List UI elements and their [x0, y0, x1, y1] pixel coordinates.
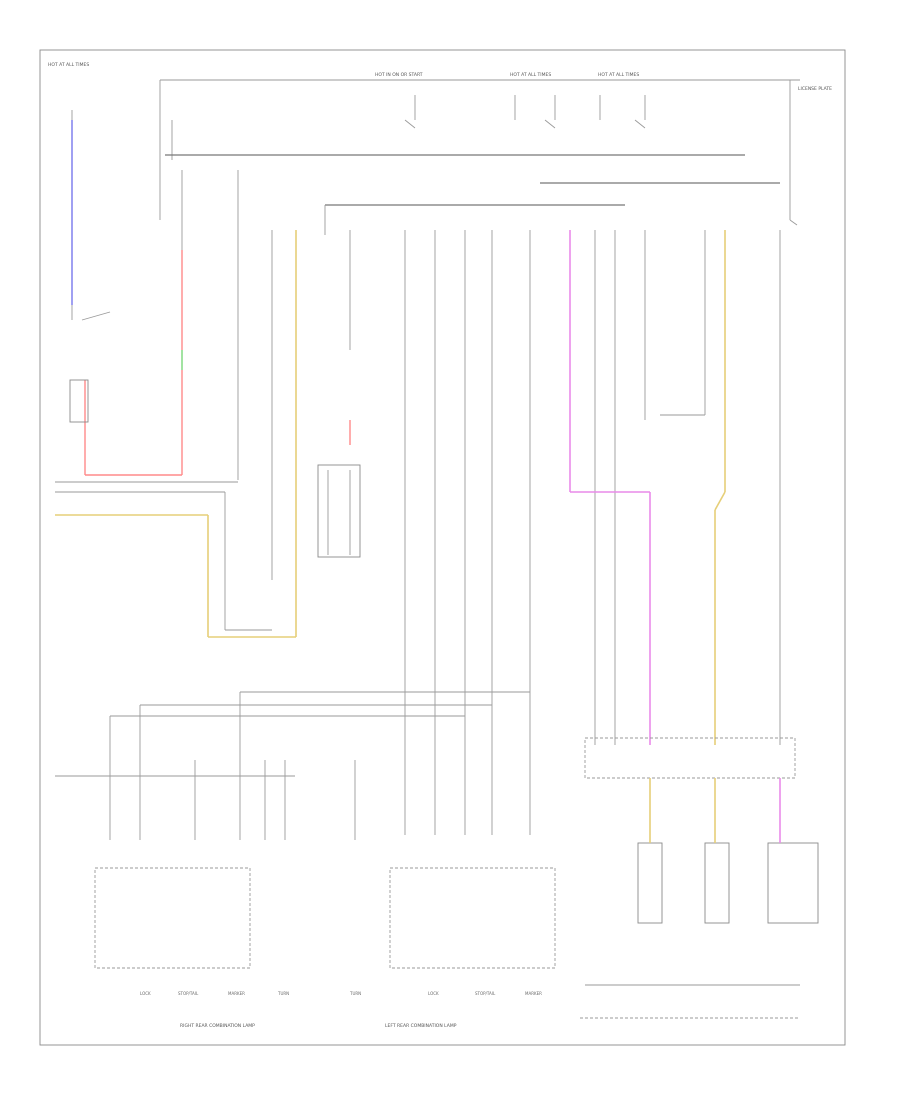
left-rear-combination-lamp: [389, 867, 556, 969]
joint-connector: [584, 737, 796, 779]
label-hot-at-all-times-left: HOT AT ALL TIMES: [48, 62, 89, 68]
diagram-frame: [39, 49, 846, 1046]
right-rear-combination-lamp: [94, 867, 251, 969]
license-plate-lamp: [767, 842, 819, 924]
wire-bundle: [404, 230, 646, 835]
lamp-right-2: [704, 842, 730, 924]
relay-switches: [404, 95, 646, 129]
lamp-marker-l: MARKER: [525, 991, 542, 996]
label-hot-at-all-times-right: HOT AT ALL TIMES: [598, 72, 639, 78]
lamp-turn-r: TURN: [277, 991, 289, 996]
lamp-right-1: [637, 842, 663, 924]
label-hot-in-on: HOT IN ON OR START: [375, 72, 423, 78]
top-bus: [159, 79, 800, 235]
center-relay-box: [317, 230, 361, 558]
lamp-lock-r: LOCK: [140, 991, 151, 996]
lower-harness: [55, 691, 530, 840]
lamp-lock-l: LOCK: [428, 991, 439, 996]
label-right-rear-lamp: RIGHT REAR COMBINATION LAMP: [180, 1023, 255, 1029]
left-module: [55, 170, 239, 630]
lamp-stop-r: STOP/TAIL: [178, 991, 199, 996]
label-hot-at-all-times-mid: HOT AT ALL TIMES: [510, 72, 551, 78]
label-license-plate: LICENSE PLATE: [798, 86, 832, 92]
label-left-rear-lamp: LEFT REAR COMBINATION LAMP: [385, 1023, 457, 1029]
lamp-turn-l: TURN: [349, 991, 361, 996]
lamp-stop-l: STOP/TAIL: [475, 991, 496, 996]
lamp-marker-r: MARKER: [228, 991, 245, 996]
